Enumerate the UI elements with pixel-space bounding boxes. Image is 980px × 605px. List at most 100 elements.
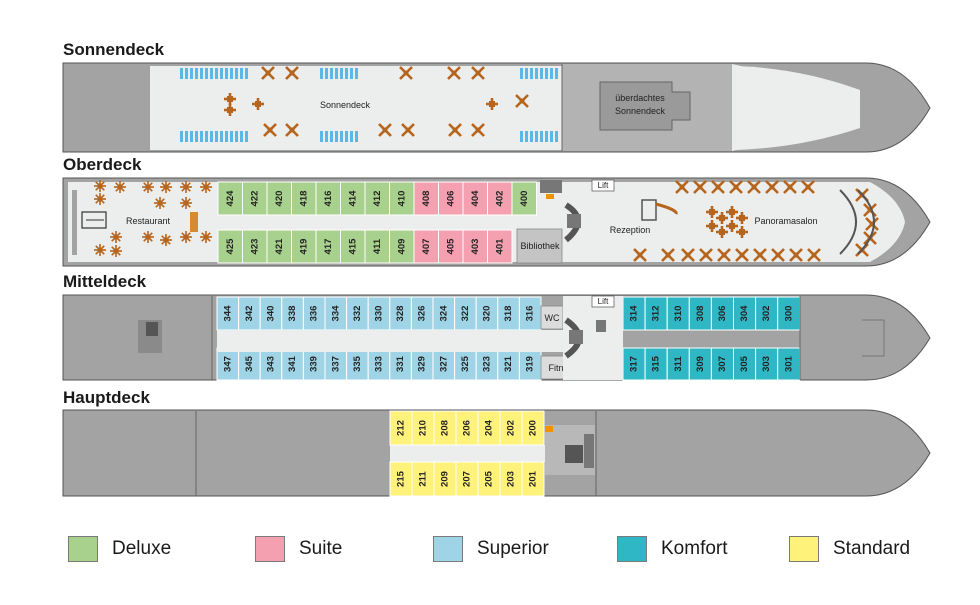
cabin-423[interactable]: 423 — [242, 229, 268, 264]
cabin-311[interactable]: 311 — [666, 347, 690, 381]
cabin-335[interactable]: 335 — [346, 347, 369, 381]
cabin-number: 329 — [417, 356, 428, 372]
cabin-402[interactable]: 402 — [487, 181, 513, 216]
cabin-322[interactable]: 322 — [454, 296, 477, 331]
cabin-306[interactable]: 306 — [710, 296, 735, 331]
cabin-312[interactable]: 312 — [644, 296, 668, 331]
cabin-410[interactable]: 410 — [389, 181, 415, 216]
cabin-204[interactable]: 204 — [477, 410, 501, 446]
cabin-420[interactable]: 420 — [266, 181, 292, 216]
cabin-315[interactable]: 315 — [644, 347, 668, 381]
cabin-310[interactable]: 310 — [666, 296, 690, 331]
cabin-416[interactable]: 416 — [315, 181, 341, 216]
cabin-327[interactable]: 327 — [432, 347, 456, 381]
cabin-301[interactable]: 301 — [777, 347, 801, 381]
cabin-number: 347 — [222, 356, 233, 372]
cabin-400[interactable]: 400 — [511, 181, 537, 216]
cabin-321[interactable]: 321 — [497, 347, 520, 381]
cabin-number: 204 — [484, 419, 495, 436]
cabin-336[interactable]: 336 — [302, 296, 326, 331]
cabin-314[interactable]: 314 — [622, 296, 646, 331]
cabin-309[interactable]: 309 — [688, 347, 712, 381]
cabin-207[interactable]: 207 — [455, 461, 479, 497]
cabin-424[interactable]: 424 — [217, 181, 243, 216]
cabin-343[interactable]: 343 — [259, 347, 283, 381]
cabin-203[interactable]: 203 — [499, 461, 523, 497]
cabin-304[interactable]: 304 — [733, 296, 757, 331]
cabin-330[interactable]: 330 — [367, 296, 391, 331]
cabin-303[interactable]: 303 — [755, 347, 779, 381]
cabin-211[interactable]: 211 — [411, 461, 435, 497]
cabin-number: 207 — [462, 471, 473, 487]
cabin-316[interactable]: 316 — [518, 296, 542, 331]
cabin-415[interactable]: 415 — [340, 229, 366, 264]
cabin-202[interactable]: 202 — [499, 410, 523, 446]
legend-item-deluxe: Deluxe — [68, 535, 171, 563]
cabin-326[interactable]: 326 — [410, 296, 434, 331]
cabin-406[interactable]: 406 — [438, 181, 464, 216]
table-icon — [865, 217, 879, 231]
cabin-215[interactable]: 215 — [389, 461, 413, 497]
cabin-212[interactable]: 212 — [389, 410, 413, 446]
cabin-411[interactable]: 411 — [364, 229, 390, 264]
cabin-422[interactable]: 422 — [242, 181, 268, 216]
cabin-419[interactable]: 419 — [291, 229, 317, 264]
cabin-319[interactable]: 319 — [518, 347, 542, 381]
cabin-210[interactable]: 210 — [411, 410, 435, 446]
cabin-417[interactable]: 417 — [315, 229, 341, 264]
cabin-325[interactable]: 325 — [454, 347, 477, 381]
oberdeck-lift[interactable] — [591, 179, 615, 192]
cabin-201[interactable]: 201 — [521, 461, 545, 497]
cabin-324[interactable]: 324 — [432, 296, 456, 331]
cabin-407[interactable]: 407 — [413, 229, 439, 264]
covered-sundeck-structure — [599, 81, 691, 131]
cabin-307[interactable]: 307 — [710, 347, 735, 381]
cabin-409[interactable]: 409 — [389, 229, 415, 264]
cabin-425[interactable]: 425 — [217, 229, 243, 264]
cabin-338[interactable]: 338 — [281, 296, 304, 331]
cabin-number: 332 — [352, 306, 363, 322]
cabin-344[interactable]: 344 — [216, 296, 240, 331]
covered-sundeck-label-1: überdachtes — [615, 93, 665, 103]
cabin-302[interactable]: 302 — [755, 296, 779, 331]
cabin-414[interactable]: 414 — [340, 181, 366, 216]
cabin-317[interactable]: 317 — [622, 347, 646, 381]
bibliothek-room[interactable] — [516, 228, 563, 264]
cabin-331[interactable]: 331 — [389, 347, 412, 381]
cabin-404[interactable]: 404 — [462, 181, 488, 216]
cabin-405[interactable]: 405 — [438, 229, 464, 264]
legend-label-superior: Superior — [477, 538, 549, 559]
cabin-number: 421 — [274, 238, 285, 255]
cabin-209[interactable]: 209 — [433, 461, 457, 497]
cabin-334[interactable]: 334 — [324, 296, 348, 331]
cabin-340[interactable]: 340 — [259, 296, 283, 331]
cabin-332[interactable]: 332 — [346, 296, 369, 331]
cabin-337[interactable]: 337 — [324, 347, 348, 381]
cabin-305[interactable]: 305 — [733, 347, 757, 381]
cabin-323[interactable]: 323 — [475, 347, 499, 381]
cabin-206[interactable]: 206 — [455, 410, 479, 446]
cabin-329[interactable]: 329 — [410, 347, 434, 381]
cabin-208[interactable]: 208 — [433, 410, 457, 446]
cabin-403[interactable]: 403 — [462, 229, 488, 264]
cabin-number: 405 — [445, 238, 456, 255]
cabin-421[interactable]: 421 — [266, 229, 292, 264]
cabin-412[interactable]: 412 — [364, 181, 390, 216]
cabin-342[interactable]: 342 — [238, 296, 261, 331]
cabin-300[interactable]: 300 — [777, 296, 801, 331]
cabin-200[interactable]: 200 — [521, 410, 545, 446]
cabin-408[interactable]: 408 — [413, 181, 439, 216]
cabin-339[interactable]: 339 — [302, 347, 326, 381]
cabin-418[interactable]: 418 — [291, 181, 317, 216]
mitteldeck-lift[interactable] — [591, 295, 615, 308]
cabin-345[interactable]: 345 — [238, 347, 261, 381]
cabin-320[interactable]: 320 — [475, 296, 499, 331]
cabin-333[interactable]: 333 — [367, 347, 391, 381]
cabin-205[interactable]: 205 — [477, 461, 501, 497]
cabin-328[interactable]: 328 — [389, 296, 412, 331]
cabin-308[interactable]: 308 — [688, 296, 712, 331]
cabin-347[interactable]: 347 — [216, 347, 240, 381]
cabin-341[interactable]: 341 — [281, 347, 304, 381]
cabin-318[interactable]: 318 — [497, 296, 520, 331]
cabin-401[interactable]: 401 — [487, 229, 513, 264]
